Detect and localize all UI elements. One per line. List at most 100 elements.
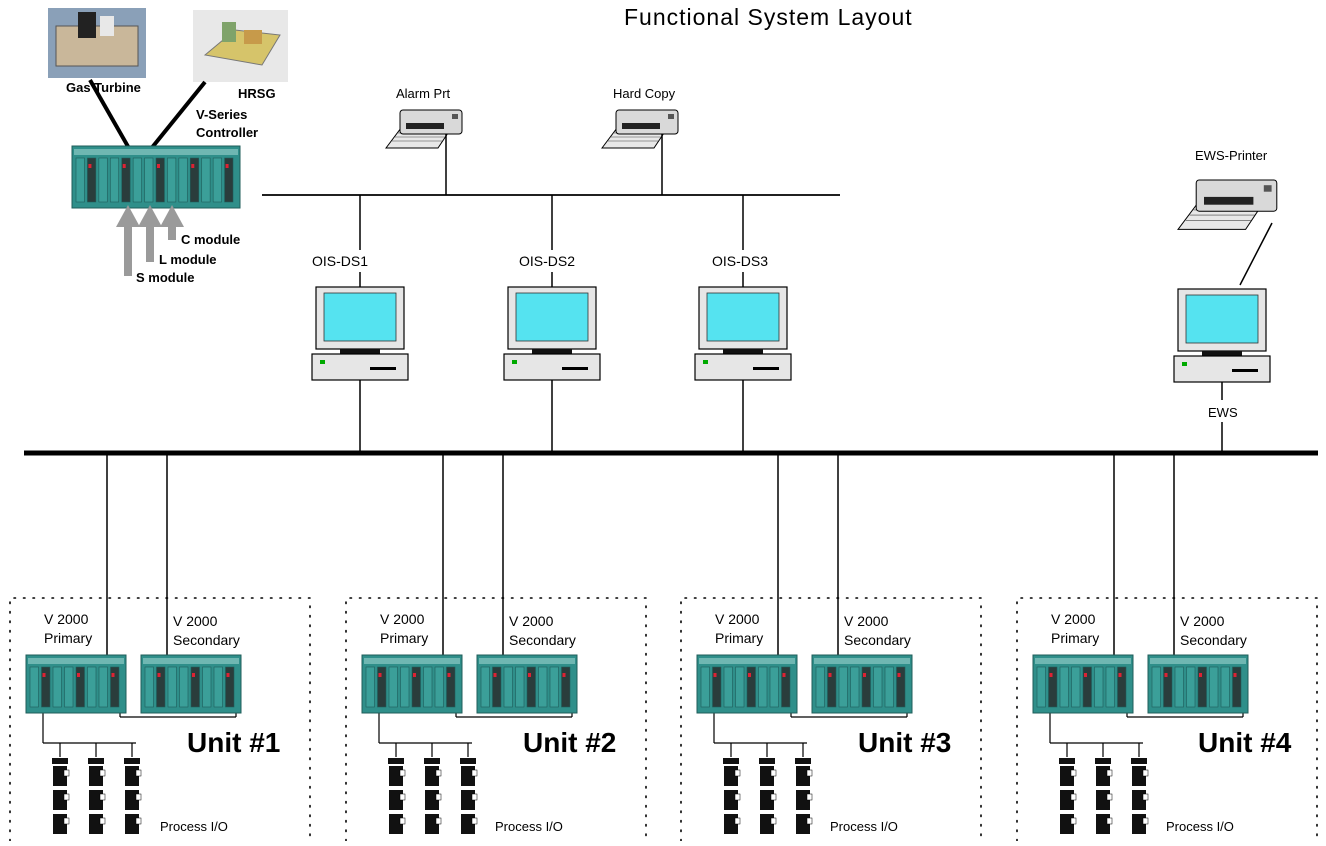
unit-2-io-module-3-cap: [460, 758, 476, 764]
unit2-title: Unit #2: [523, 727, 617, 758]
unit-1-io-module-1-notch: [63, 769, 70, 777]
module-arrows: [116, 205, 184, 276]
unit-2-primary-rack-led: [378, 673, 382, 677]
operator-station-2-icon-screen: [515, 292, 589, 342]
unit-1-io-module-1-block: [53, 766, 67, 786]
operator-station-1-icon-screen: [323, 292, 397, 342]
unit-1-io-module-2-notch: [99, 769, 106, 777]
operator-station-3-icon-drive: [753, 367, 779, 370]
unit-1-io-module-1-block: [53, 790, 67, 810]
unit-1-io-module-3-notch: [135, 817, 142, 825]
v-series-controller-icon-slot: [155, 157, 165, 203]
v-series-controller-icon-slot: [212, 157, 222, 203]
unit-3-primary-rack-slot: [712, 666, 722, 708]
unit-2-secondary-rack-led: [528, 673, 531, 677]
unit-1-secondary-rack-slot: [190, 666, 200, 708]
v-series-controller-icon-slot: [87, 157, 97, 203]
unit-4-io-module-3-block: [1132, 790, 1146, 810]
s-module-label: S module: [136, 270, 195, 285]
ews-workstation-icon-screen: [1185, 294, 1259, 344]
diagram-title: Functional System Layout: [624, 4, 913, 30]
unit-3-secondary-rack-slot: [850, 666, 860, 708]
module-arrow-shaft: [146, 225, 154, 262]
unit-2-io-module-2-block: [425, 766, 439, 786]
module-arrow-shaft: [124, 225, 132, 276]
unit-2-io-module-1-block: [389, 814, 403, 834]
unit1-title: Unit #1: [187, 727, 281, 758]
unit-4-io-module-2: [1095, 758, 1113, 834]
unit-4-secondary-rack-slot: [1174, 666, 1184, 708]
unit-2-primary-rack-top: [364, 658, 460, 664]
unit-2-io-module-3-notch: [471, 793, 478, 801]
unit-2-secondary-rack-slot: [549, 666, 559, 708]
unit1-secondary-line2: Secondary: [173, 632, 240, 648]
unit3-secondary-line2: Secondary: [844, 632, 911, 648]
unit-4-primary-rack-led: [1049, 673, 1053, 677]
v-series-controller-icon-led: [191, 164, 195, 168]
gas-turbine-image: [48, 8, 146, 78]
unit-2-io-module-1-notch: [399, 817, 406, 825]
unit-4-secondary-rack-led: [1233, 673, 1237, 677]
v-series-controller-icon-slot: [189, 157, 200, 203]
station-label-ois-ds2: OIS-DS2: [519, 253, 576, 269]
controller-label-line1: V-Series: [196, 107, 248, 122]
unit-1-primary-rack-slot: [52, 666, 62, 708]
unit-4-io-module-1-notch: [1070, 769, 1077, 777]
hardcopy-printer-icon: [601, 109, 679, 149]
unit-1-secondary-rack-led: [157, 673, 161, 677]
unit4-secondary-line2: Secondary: [1180, 632, 1247, 648]
unit-1-io-module-2: [88, 758, 106, 834]
gas-turbine-label: Gas Turbine: [66, 80, 141, 95]
alarm-printer-icon-slot: [406, 123, 444, 129]
unit-2-secondary-rack-led: [493, 673, 497, 677]
alarm-printer-icon-body: [399, 109, 463, 135]
unit-2-group: [345, 453, 647, 842]
unit-4-primary-rack: [1032, 654, 1134, 714]
unit-1-io-module-3-cap: [124, 758, 140, 764]
unit-3-io-module-1-notch: [734, 793, 741, 801]
unit-2-io-module-1-notch: [399, 769, 406, 777]
unit-3-primary-rack-slot: [735, 666, 745, 708]
unit-2-primary-rack-slot: [365, 666, 375, 708]
unit-4-secondary-rack-led: [1164, 673, 1168, 677]
unit-3-primary-rack-slot: [723, 666, 733, 708]
unit-3-border: [680, 597, 982, 842]
unit-1-primary-rack: [25, 654, 127, 714]
unit-3-io-module-1: [723, 758, 741, 834]
ews-workstation-icon-drive: [1232, 369, 1258, 372]
unit-4-primary-rack-top: [1035, 658, 1131, 664]
unit-3-primary-rack-led: [782, 673, 786, 677]
operator-station-3-icon-stand: [723, 349, 763, 354]
unit3-primary-line1: V 2000: [715, 611, 760, 627]
ews-workstation-icon: [1173, 288, 1271, 383]
unit-3-io-module-2-block: [760, 814, 774, 834]
unit-4-group: [1016, 453, 1318, 842]
unit-4-io-module-1-notch: [1070, 817, 1077, 825]
unit-3-io-module-3-notch: [806, 769, 813, 777]
unit-4-io-module-2-notch: [1106, 769, 1113, 777]
unit-3-io-module-3-cap: [795, 758, 811, 764]
unit-3-primary-rack-top: [699, 658, 795, 664]
unit-4-border: [1016, 597, 1318, 842]
unit-3-primary-rack-slot: [781, 666, 791, 708]
unit-2-secondary-rack-top: [479, 658, 575, 664]
unit-2-primary-rack-slot: [446, 666, 456, 708]
unit-4-primary-rack-slot: [1117, 666, 1127, 708]
unit-3-secondary-rack-led: [863, 673, 866, 677]
operator-station-3-icon: [694, 286, 792, 381]
v-series-controller-icon-led: [88, 164, 92, 168]
unit-1-primary-rack-top: [28, 658, 124, 664]
unit-4-primary-rack-slot: [1059, 666, 1069, 708]
unit-1-primary-rack-slot: [87, 666, 97, 708]
unit-2-secondary-rack-slot: [503, 666, 513, 708]
v-series-controller-icon-slot: [75, 157, 85, 203]
unit-2-io-module-2-block: [425, 814, 439, 834]
unit-2-primary-rack-led: [447, 673, 451, 677]
unit2-primary-line1: V 2000: [380, 611, 425, 627]
unit-3-io-module-2-notch: [770, 817, 777, 825]
unit-4-io-module-1-block: [1060, 790, 1074, 810]
unit-2-primary-rack-slot: [400, 666, 410, 708]
unit-1-primary-rack-slot: [29, 666, 39, 708]
unit-4-io-module-2-notch: [1106, 793, 1113, 801]
unit-3-secondary-rack-slot: [873, 666, 883, 708]
